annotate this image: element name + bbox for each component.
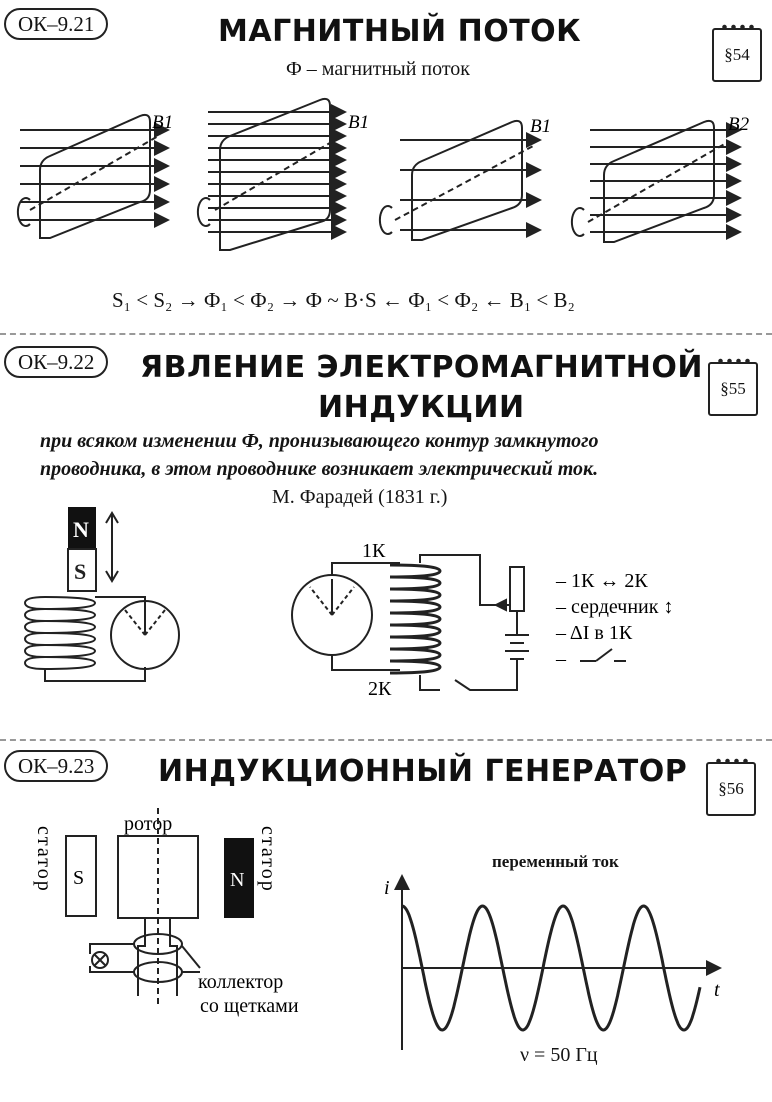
coil-2k-label: 2К	[368, 678, 392, 700]
rotor-label: ротор	[124, 813, 172, 835]
generator-diagram: статор статор ротор S N коллектор со щет…	[33, 808, 299, 1017]
paragraph-ref-55: §55	[708, 358, 758, 416]
induction-definition-line1: при всяком изменении Ф, пронизывающего к…	[40, 430, 599, 452]
condition-2: – сердечник ↕	[555, 596, 673, 618]
separator-2	[0, 739, 772, 741]
magnet-s-label: S	[74, 559, 86, 584]
sine-wave	[401, 904, 702, 1032]
b-label-1: B1	[152, 112, 173, 133]
coil-1k-label: 1К	[362, 540, 386, 562]
section-title-induction-line1: ЯВЛЕНИЕ ЭЛЕКТРОМАГНИТНОЙ	[140, 350, 704, 385]
collector-label-1: коллектор	[198, 971, 283, 993]
paragraph-ref-56: §56	[706, 758, 756, 816]
flux-diagram-3	[378, 119, 542, 241]
pole-s-label: S	[73, 867, 84, 889]
ac-current-graph: i t	[384, 874, 722, 1050]
b-label-3: B1	[530, 116, 551, 137]
condition-3: – ΔI в 1К	[555, 622, 633, 644]
axis-x-label: t	[714, 979, 720, 1001]
induction-definition-line2: проводника, в этом проводнике возникает …	[40, 458, 599, 480]
separator-1	[0, 333, 772, 335]
b-label-4: B2	[728, 114, 750, 135]
flux-formula: S₁ < S₂ → Ф₁ < Ф₂ → Ф ~ B·S ← Ф₁ < Ф₂ ← …	[112, 288, 575, 312]
induction-diagrams: N S 1К 2К – 1К ↔ 2К – се	[23, 507, 673, 700]
paragraph-ref-54: §54	[712, 24, 762, 82]
stator-left-label: статор	[33, 826, 55, 893]
flux-diagrams: B1 B1 B1 B2	[16, 97, 750, 251]
stator-right-label: статор	[257, 826, 279, 893]
section-badge-9-21: ОК–9.21	[4, 8, 109, 40]
section-badge-9-23: ОК–9.23	[4, 750, 109, 782]
flux-subtitle: Ф – магнитный поток	[286, 58, 471, 80]
magnet-n-label: N	[73, 517, 89, 542]
section-badge-9-22: ОК–9.22	[4, 346, 109, 378]
graph-title: переменный ток	[492, 852, 619, 871]
faraday-author: М. Фарадей (1831 г.)	[272, 486, 448, 508]
flux-diagram-1	[16, 113, 170, 239]
b-label-2: B1	[348, 112, 369, 133]
section-title-magnetic-flux: МАГНИТНЫЙ ПОТОК	[218, 14, 582, 49]
switch-icon	[580, 648, 626, 662]
condition-1: – 1К ↔ 2К	[555, 570, 648, 592]
flux-diagram-4	[570, 119, 742, 243]
section-title-induction-line2: ИНДУКЦИИ	[318, 390, 525, 425]
flux-diagram-2	[196, 97, 347, 251]
axis-y-label: i	[384, 877, 390, 899]
section-title-generator: ИНДУКЦИОННЫЙ ГЕНЕРАТОР	[158, 754, 688, 789]
condition-4: –	[555, 648, 567, 670]
collector-label-2: со щетками	[200, 995, 299, 1017]
frequency-label: ν = 50 Гц	[520, 1044, 598, 1066]
pole-n-label: N	[230, 869, 244, 891]
